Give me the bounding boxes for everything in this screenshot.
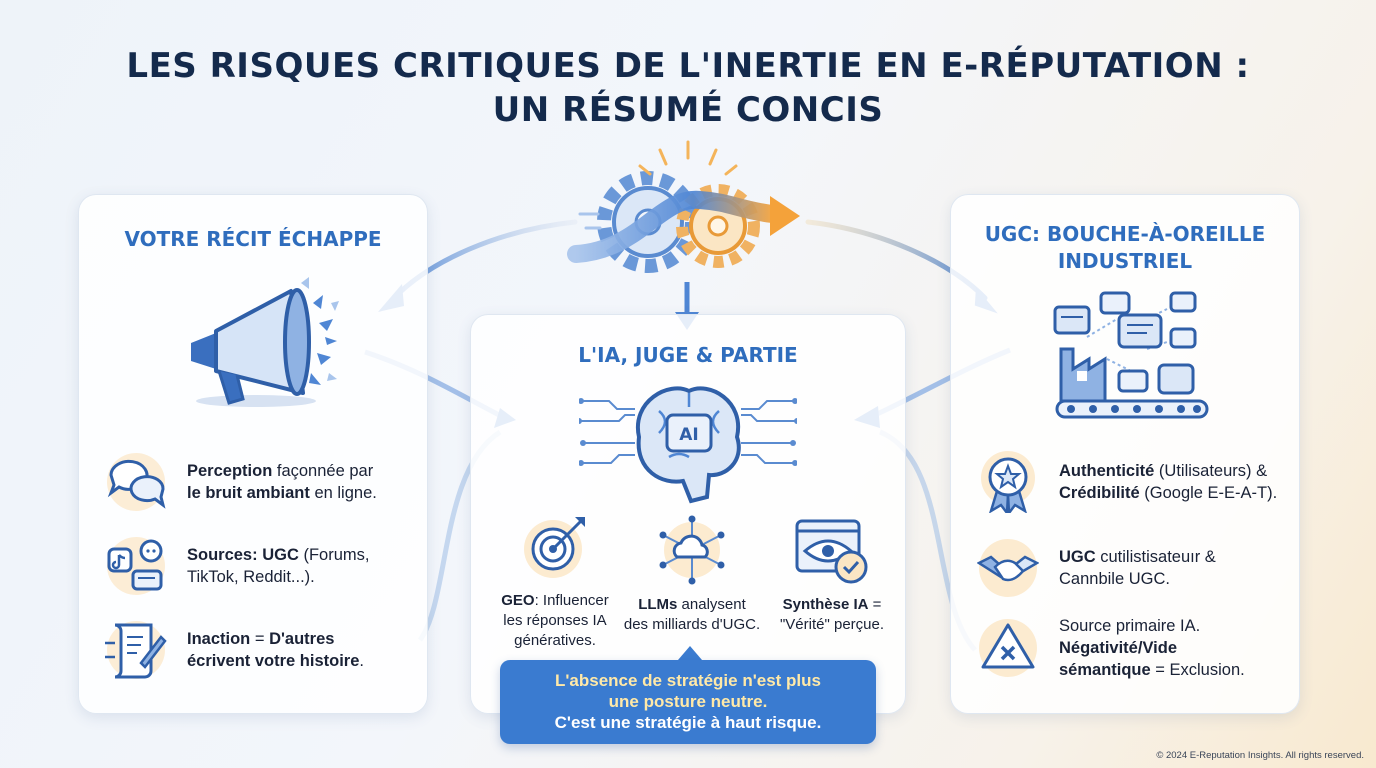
speech-bubbles-icon — [105, 451, 167, 513]
panel-ugc: UGC: BOUCHE-À-OREILLE INDUSTRIEL — [950, 194, 1300, 714]
panel-narrative: VOTRE RÉCIT ÉCHAPPE — [78, 194, 428, 714]
list-item: Inaction = D'autres écrivent votre histo… — [105, 619, 417, 681]
warning-x-icon — [977, 617, 1039, 679]
title-line-1: LES RISQUES CRITIQUES DE L'INERTIE EN E-… — [126, 46, 1250, 86]
list-item: UGC cutilistisateuır & Cannbile UGC. — [977, 537, 1289, 599]
ai-item-llms: LLMs analysent des milliards d'UGC. — [623, 596, 761, 633]
cloud-network-icon — [657, 515, 727, 585]
social-apps-icon — [105, 535, 167, 597]
copyright-footer: © 2024 E-Reputation Insights. All rights… — [1156, 750, 1364, 761]
list-item: Authenticité (Utilisateurs) & Crédibilit… — [977, 451, 1289, 513]
item-text: Sources: UGC (Forums, TikTok, Reddit...)… — [187, 546, 370, 586]
factory-chat-icon — [1047, 289, 1217, 429]
ai-brain-icon: AI — [579, 381, 797, 505]
banner-pointer — [678, 646, 702, 660]
handshake-icon — [977, 537, 1039, 599]
item-text: UGC cutilistisateuır & Cannbile UGC. — [1059, 548, 1216, 588]
item-text: Authenticité (Utilisateurs) & Crédibilit… — [1059, 462, 1278, 502]
item-text: Inaction = D'autres écrivent votre histo… — [187, 630, 364, 670]
panel-title-ai: L'IA, JUGE & PARTIE — [578, 343, 798, 367]
title-line-2: UN RÉSUMÉ CONCIS — [492, 90, 884, 130]
banner-line-3: C'est une stratégie à haut risque. — [554, 713, 822, 732]
ai-item-geo: GEO: Influencer les réponses IA générati… — [501, 592, 609, 649]
target-icon — [523, 513, 589, 579]
item-text: Perception façonnée par le bruit ambiant… — [187, 462, 377, 502]
page-title: LES RISQUES CRITIQUES DE L'INERTIE EN E-… — [0, 44, 1376, 132]
banner-line-2: une posture neutre. — [608, 692, 768, 711]
panel-title-narrative: VOTRE RÉCIT ÉCHAPPE — [124, 227, 382, 251]
ai-item-synthesis: Synthèse IA = "Vérité" perçue. — [779, 596, 885, 633]
list-item: Perception façonnée par le bruit ambiant… — [105, 451, 417, 513]
warning-banner: L'absence de stratégie n'est plus une po… — [500, 660, 876, 744]
banner-line-1: L'absence de stratégie n'est plus — [554, 671, 821, 690]
item-text: Source primaire IA. Négativité/Vide séma… — [1059, 617, 1245, 679]
eye-check-icon — [793, 517, 871, 585]
award-badge-icon — [977, 451, 1039, 513]
megaphone-icon — [171, 273, 341, 413]
writing-scroll-icon — [105, 619, 167, 681]
list-item: Sources: UGC (Forums, TikTok, Reddit...)… — [105, 535, 417, 597]
list-item: Source primaire IA. Négativité/Vide séma… — [977, 615, 1289, 681]
panel-title-ugc: UGC: BOUCHE-À-OREILLE INDUSTRIEL — [984, 222, 1266, 273]
ai-chip-label: AI — [679, 425, 698, 445]
